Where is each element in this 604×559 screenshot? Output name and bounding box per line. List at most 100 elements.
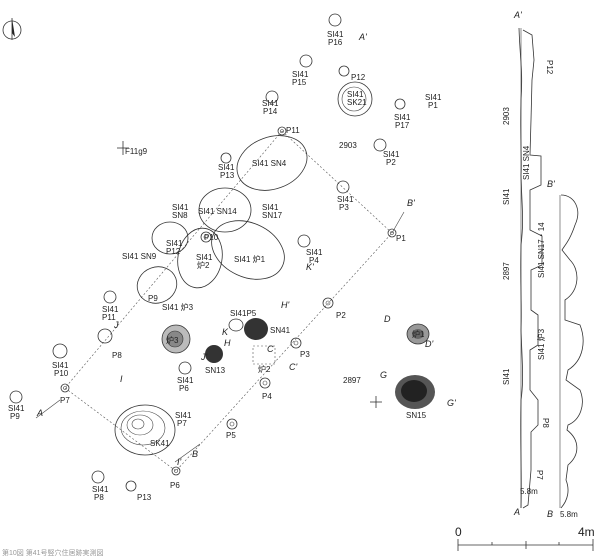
feature-label: D' — [425, 339, 433, 349]
feature-label: P16 — [328, 38, 343, 47]
feature-label: SI41 — [175, 411, 192, 420]
feature-label: 5.8m — [560, 510, 578, 519]
feature-label: B — [192, 449, 198, 459]
feature-label: P14 — [263, 107, 278, 116]
feature-label: P8 — [541, 418, 550, 428]
grid-point-marker: F11g9 — [117, 141, 148, 156]
feature-label: P4 — [262, 392, 272, 401]
wall-posts — [60, 126, 397, 476]
feature-label: P17 — [395, 121, 410, 130]
dwelling-outline — [64, 130, 393, 472]
feature-label: 炉2 — [258, 364, 271, 374]
feature-label: SI41 炉1 — [234, 254, 266, 264]
feature-label: SI41 — [502, 368, 511, 385]
feature-label: I' — [177, 457, 182, 467]
feature-label: P6 — [179, 384, 189, 393]
feature-label: P2 — [386, 158, 396, 167]
feature-label: SI41 炉3 — [162, 302, 194, 312]
feature-label: J' — [200, 352, 208, 362]
feature-label: 2897 — [502, 262, 511, 280]
feature-label: P11 — [286, 126, 300, 135]
feature-label: SI41 — [394, 113, 411, 122]
grid-point-label: F11g9 — [125, 147, 148, 156]
feature-label: SI41 — [327, 30, 344, 39]
scale-bar: 0 4m — [455, 525, 595, 551]
section-a-bottom-label: A — [513, 507, 520, 517]
feature-label: SI41 — [177, 376, 194, 385]
feature-label: P10 — [54, 369, 69, 378]
feature-label: D — [384, 314, 391, 324]
feature-label: P12 — [545, 60, 554, 75]
feature-label: B' — [547, 179, 555, 189]
feature-label: P12 — [166, 247, 181, 256]
feature-label: SI41 炉3 — [536, 328, 546, 360]
scale-start: 0 — [455, 525, 462, 539]
feature-label: P13 — [220, 171, 235, 180]
feature-outlines — [114, 81, 435, 456]
feature-label: SI41 — [292, 70, 309, 79]
feature-label: C' — [289, 362, 297, 372]
scale-end: 4m — [578, 525, 595, 539]
feature-label: G — [380, 370, 387, 380]
feature-label: I — [120, 374, 123, 384]
feature-label: K — [222, 327, 229, 337]
feature-label: A — [36, 408, 43, 418]
feature-label: K' — [306, 262, 314, 272]
feature-label: P6 — [170, 481, 180, 490]
feature-label: SI41 — [196, 253, 213, 262]
feature-label: 炉3 — [166, 335, 179, 345]
feature-label: SN41 — [270, 326, 291, 335]
feature-label: SI41 SN9 — [122, 252, 157, 261]
feature-label: 炉2 — [197, 260, 210, 270]
feature-label: 炉1 — [412, 329, 425, 339]
feature-label: SK21 — [347, 98, 367, 107]
feature-label: SI41 — [8, 404, 25, 413]
feature-label: P9 — [148, 294, 158, 303]
feature-label: SI41 — [502, 188, 511, 205]
feature-label: P1 — [428, 101, 438, 110]
feature-label: 2903 — [339, 141, 357, 150]
feature-label: P7 — [177, 419, 187, 428]
feature-label: SI41 — [92, 485, 109, 494]
feature-label: SI41 — [102, 305, 119, 314]
feature-label: P3 — [300, 350, 310, 359]
feature-label: C — [267, 344, 274, 354]
feature-label: SI41 SN4 — [522, 145, 531, 180]
feature-label: P2 — [336, 311, 346, 320]
feature-label: H' — [281, 300, 289, 310]
feature-label: SI41 — [262, 203, 279, 212]
feature-label: P11 — [102, 313, 116, 322]
feature-label: SI41 — [425, 93, 442, 102]
feature-label: P5 — [226, 431, 236, 440]
feature-label: SN13 — [205, 366, 226, 375]
feature-label: SI41P5 — [230, 309, 257, 318]
cross-marker — [370, 396, 382, 408]
feature-label: SI41 SN17・14 — [537, 222, 546, 278]
feature-label: SN15 — [406, 411, 427, 420]
section-lines — [35, 211, 405, 463]
feature-label: 2903 — [502, 107, 511, 125]
section-b-bottom-label: B — [547, 509, 553, 519]
feature-label: SI41 — [218, 163, 235, 172]
feature-label: 2897 — [343, 376, 361, 385]
feature-label: SI41 — [262, 99, 279, 108]
section-a-profile: A' A 5.8m P12 2903 SI41 SN4 SI41 SI41 SN… — [502, 10, 554, 517]
feature-label: SI41 — [166, 239, 183, 248]
feature-label: P1 — [396, 234, 406, 243]
small-pits — [9, 13, 406, 492]
feature-label: 5.8m — [520, 487, 538, 496]
feature-label: H — [224, 338, 231, 348]
feature-label: G' — [447, 398, 456, 408]
feature-label: P7 — [60, 396, 70, 405]
feature-label: P10 — [204, 233, 219, 242]
feature-label: A' — [358, 32, 367, 42]
feature-label: P4 — [309, 256, 319, 265]
feature-label: P8 — [112, 351, 122, 360]
north-arrow-icon — [2, 18, 22, 40]
feature-label: P8 — [94, 493, 104, 502]
feature-label: P12 — [351, 73, 366, 82]
feature-label: SI41 — [337, 195, 354, 204]
feature-label: P15 — [292, 78, 307, 87]
